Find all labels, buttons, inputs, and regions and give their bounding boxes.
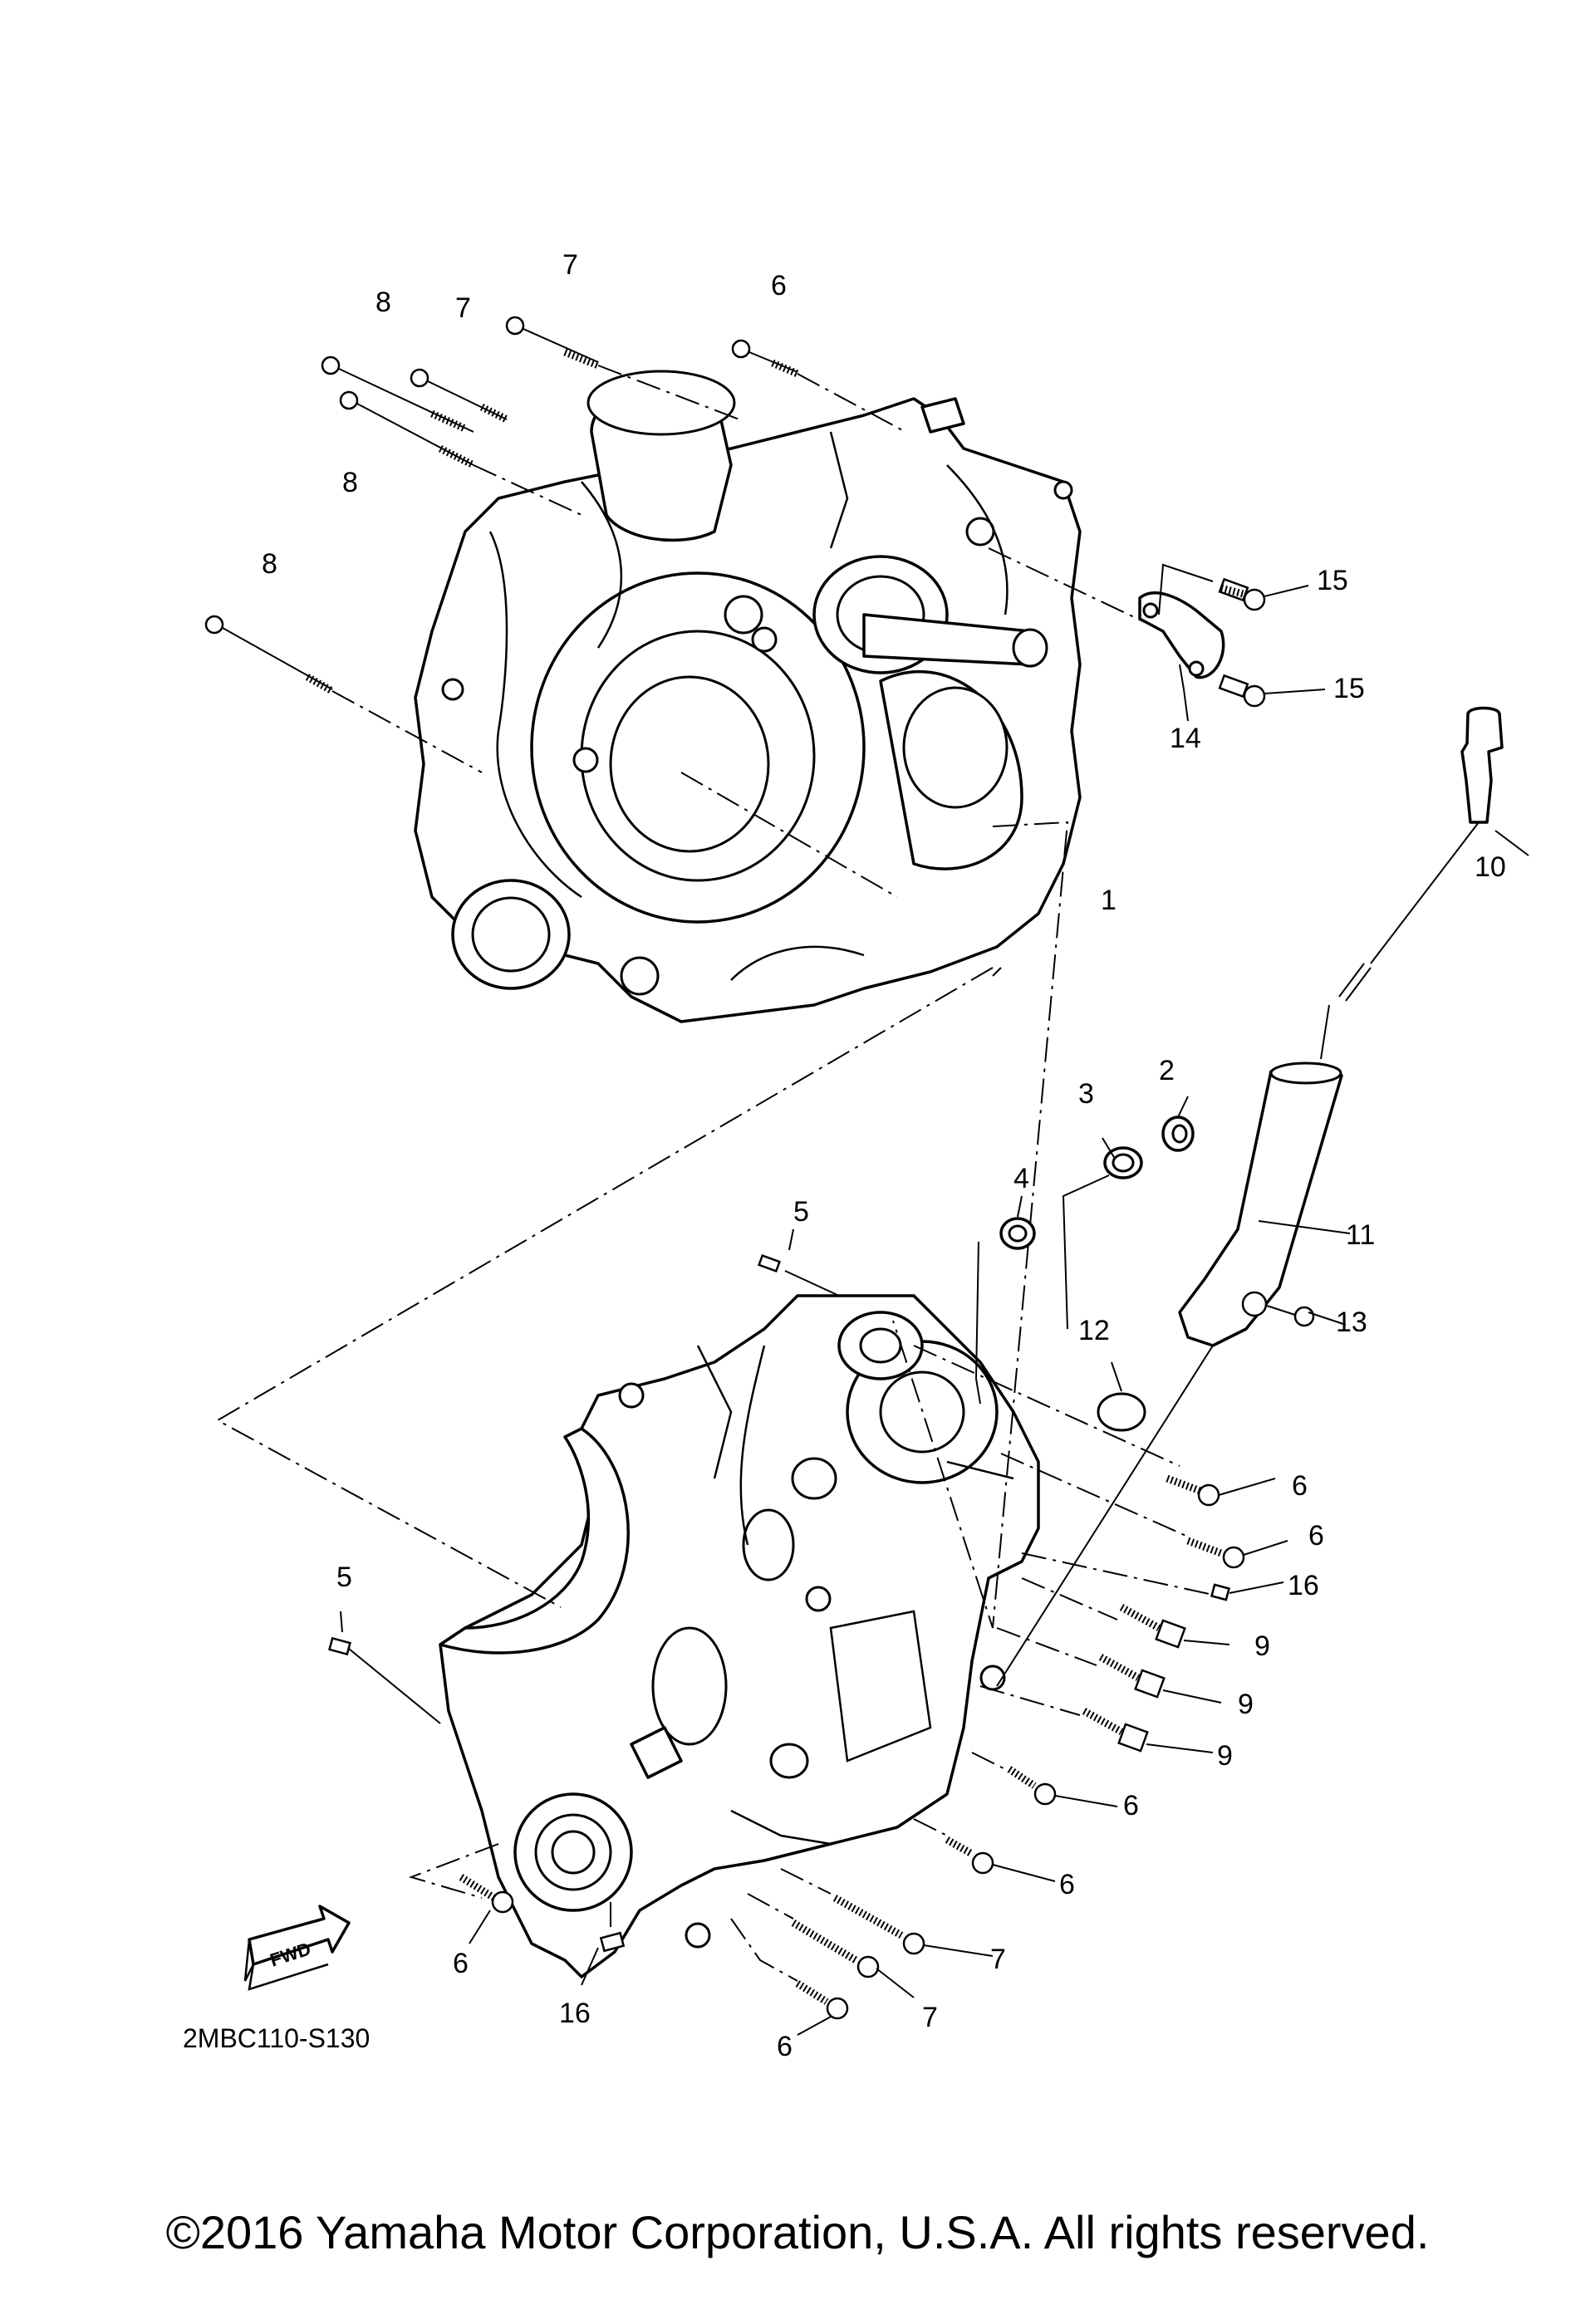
callout-9-c: 9 [1217,1740,1233,1772]
callout-10: 10 [1475,851,1506,883]
callout-16-front: 16 [559,1998,591,2029]
callout-9-b: 9 [1238,1689,1254,1720]
part-callouts: 1 2 3 4 5 5 6 6 6 6 6 6 6 7 7 7 7 8 8 8 … [262,249,1506,2062]
callout-7-top: 7 [562,249,578,281]
callout-7-upper-b: 7 [455,292,471,324]
upper-crankcase-half [414,370,1082,1023]
callout-6-right-a: 6 [1292,1470,1308,1502]
callout-6-right-b: 6 [1308,1520,1324,1552]
callout-5-upper: 5 [793,1196,809,1228]
callout-13: 13 [1336,1307,1367,1338]
bracket-and-bolts [1138,563,1326,722]
callout-8-left: 8 [262,548,277,580]
callout-8-top: 8 [375,287,391,318]
callout-6-top: 6 [771,270,787,302]
callout-4: 4 [1013,1163,1029,1194]
callout-6-right-d: 6 [1059,1869,1075,1900]
callout-8-mid: 8 [342,467,358,498]
callout-14: 14 [1170,723,1201,754]
lower-crankcase-half [439,1294,1040,1978]
diagram-reference-code: 2MBC110-S130 [183,2023,370,2053]
forward-direction-arrow: FWD [243,1905,351,1991]
callout-15-b: 15 [1333,673,1365,704]
callout-7-lower-b: 7 [922,2002,938,2033]
small-seals-and-dowels [328,1096,1195,1724]
callout-9-a: 9 [1254,1630,1270,1662]
callout-15-a: 15 [1317,565,1348,596]
callout-5-lower: 5 [336,1562,352,1593]
callout-11: 11 [1346,1219,1375,1251]
copyright-notice: ©2016 Yamaha Motor Corporation, U.S.A. A… [165,2206,1430,2258]
callout-6-right-c: 6 [1123,1790,1139,1821]
lower-right-fasteners [913,1345,1288,1882]
upper-fasteners [204,316,1147,898]
dipstick-and-filler-tube [996,706,1529,1687]
callout-12: 12 [1078,1315,1110,1346]
callout-7-lower-a: 7 [990,1944,1006,1975]
lower-front-fasteners [408,1843,994,2036]
callout-3: 3 [1078,1078,1094,1110]
callout-6-front-bottom: 6 [777,2031,793,2062]
callout-16-right: 16 [1288,1570,1319,1601]
callout-1: 1 [1101,885,1116,916]
callout-2: 2 [1159,1055,1175,1086]
callout-6-front-left: 6 [453,1948,469,1979]
